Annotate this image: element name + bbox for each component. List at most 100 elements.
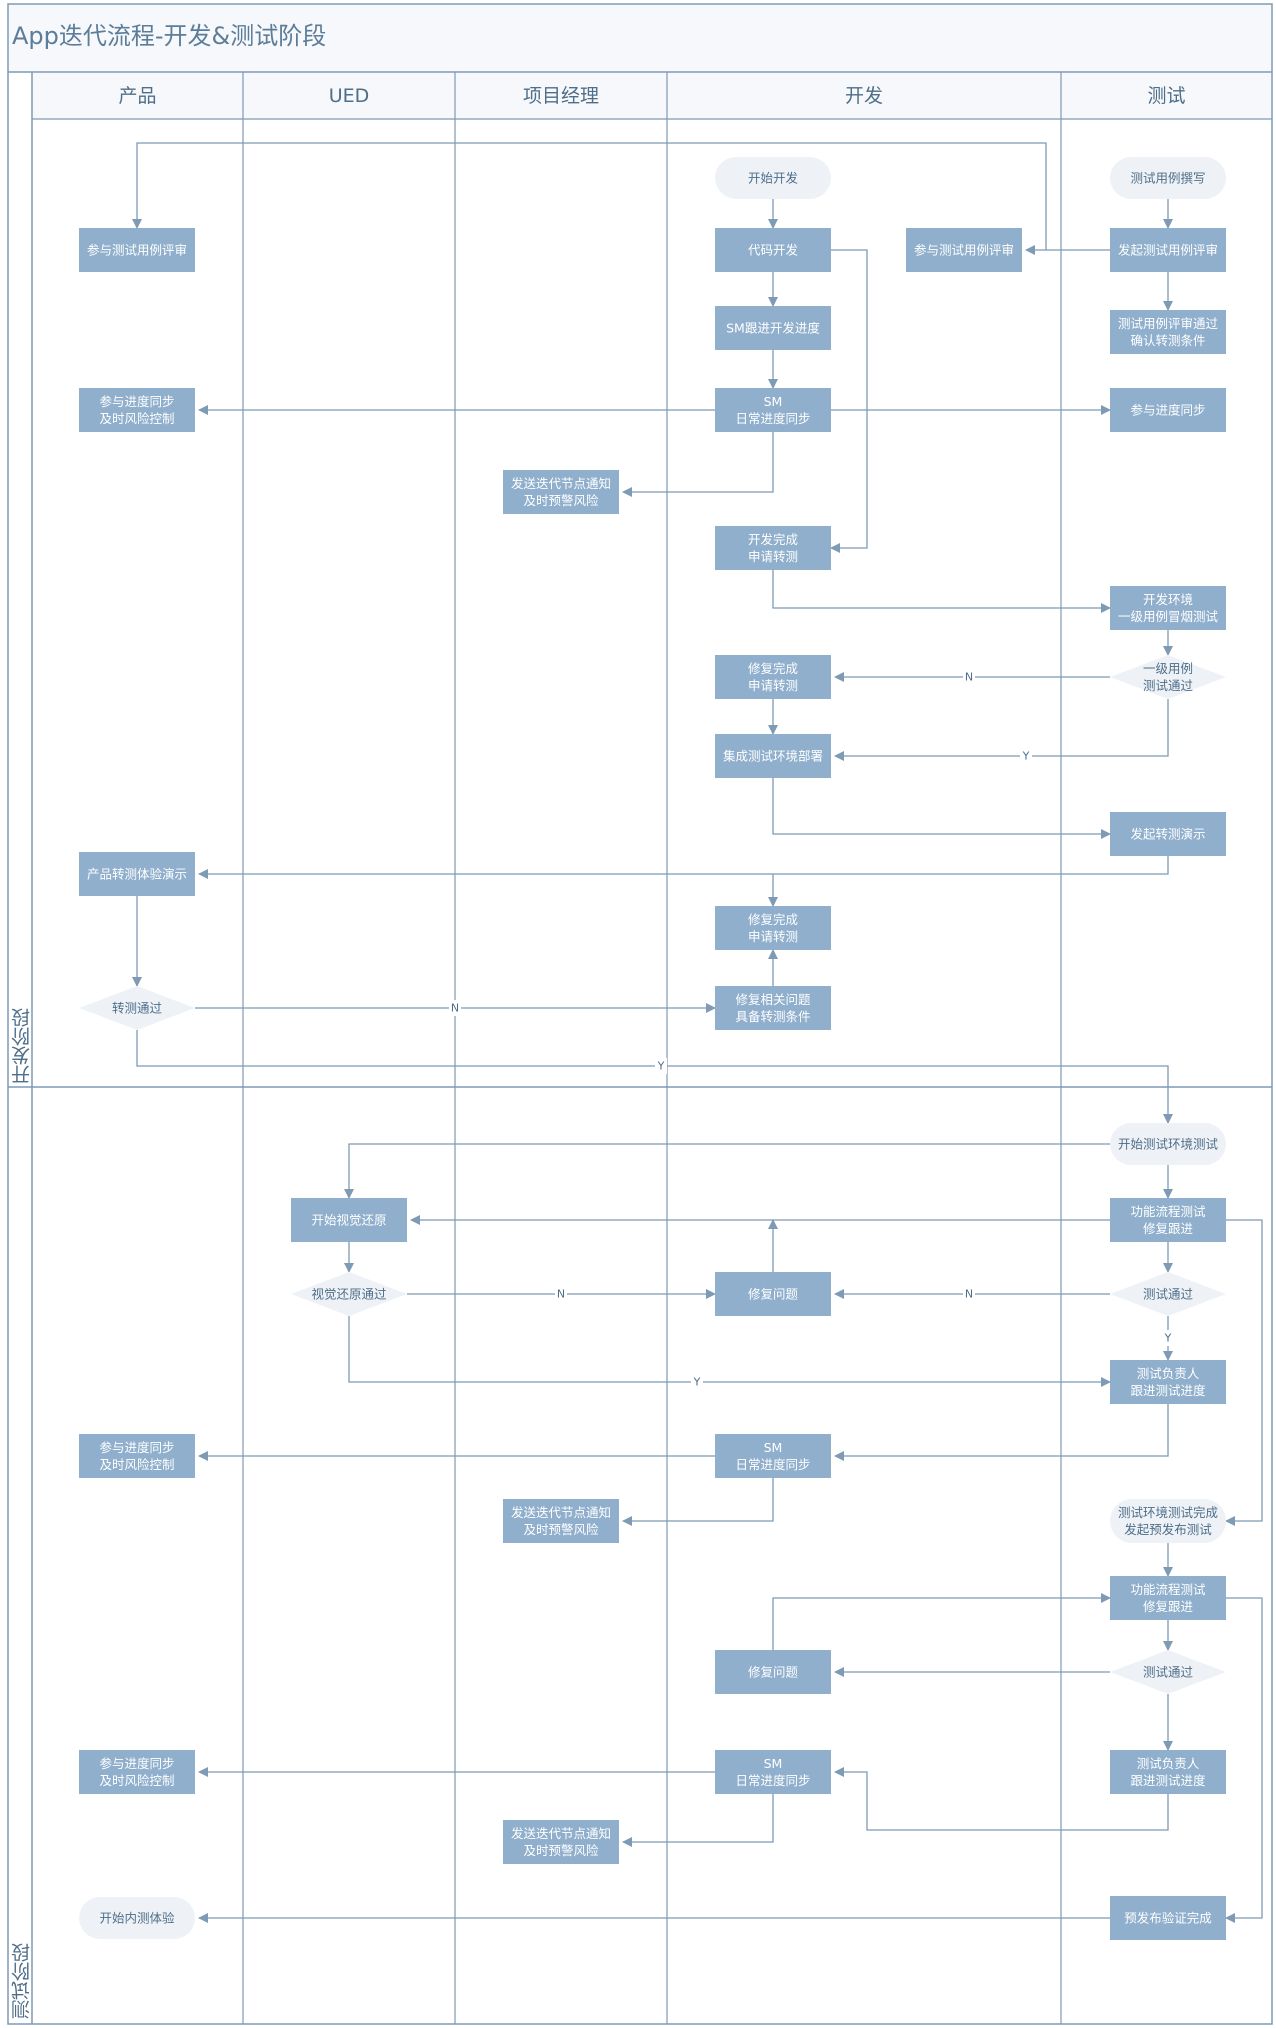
lane-header-dev: 开发 bbox=[844, 85, 883, 107]
process-box bbox=[1110, 228, 1226, 272]
flow-node-decision: 转测通过 bbox=[79, 986, 195, 1030]
node-label: 及时风险控制 bbox=[99, 1457, 174, 1472]
flow-node-process: SM跟进开发进度 bbox=[715, 306, 831, 350]
flow-node-process: 参与测试用例评审 bbox=[906, 228, 1022, 272]
node-label: 及时风险控制 bbox=[99, 1773, 174, 1788]
diagram-title: App迭代流程-开发&测试阶段 bbox=[12, 22, 327, 50]
process-box bbox=[1110, 586, 1226, 630]
node-label: 跟进测试进度 bbox=[1130, 1773, 1206, 1788]
node-label: 跟进测试进度 bbox=[1130, 1383, 1206, 1398]
node-label: 修复完成 bbox=[748, 912, 798, 927]
connector-arrow bbox=[772, 570, 1111, 613]
connector-group bbox=[132, 142, 1263, 1923]
process-box bbox=[715, 906, 831, 950]
process-box bbox=[79, 1750, 195, 1794]
node-label: 测试负责人 bbox=[1137, 1756, 1200, 1771]
flow-node-process: 产品转测体验演示 bbox=[79, 852, 195, 896]
connector-arrow bbox=[1225, 1219, 1263, 1526]
flow-node-decision: 测试通过 bbox=[1110, 1272, 1226, 1316]
node-label: 测试负责人 bbox=[1137, 1366, 1200, 1381]
flow-node-process: 参与测试用例评审 bbox=[79, 228, 195, 272]
node-label: 测试用例评审通过 bbox=[1118, 316, 1219, 331]
node-label: 日常进度同步 bbox=[735, 411, 810, 426]
swimlane-frame bbox=[7, 3, 1273, 2025]
node-label: 具备转测条件 bbox=[735, 1009, 810, 1024]
node-label: 测试通过 bbox=[1143, 1287, 1194, 1302]
flow-node-terminal: 开始开发 bbox=[715, 157, 831, 199]
node-label: 发送迭代节点通知 bbox=[511, 1826, 611, 1841]
process-box bbox=[1110, 310, 1226, 354]
node-label: 及时预警风险 bbox=[523, 1843, 599, 1858]
node-group: 开始开发测试用例撰写参与测试用例评审代码开发参与测试用例评审发起测试用例评审SM… bbox=[79, 157, 1226, 1940]
phase-label-development: 开发阶段 bbox=[11, 1008, 33, 1084]
node-label: 功能流程测试 bbox=[1130, 1204, 1206, 1219]
node-label: 及时预警风险 bbox=[523, 493, 599, 508]
lane-header-ued: UED bbox=[328, 85, 370, 107]
decision-diamond bbox=[291, 1272, 407, 1316]
lane-header-product: 产品 bbox=[118, 85, 157, 107]
node-label: 一级用例 bbox=[1143, 661, 1193, 676]
node-label: SM跟进开发进度 bbox=[726, 321, 820, 336]
node-label: 参与进度同步 bbox=[99, 1440, 174, 1455]
connector-arrow bbox=[622, 1794, 774, 1847]
flow-node-terminal: 开始内测体验 bbox=[79, 1897, 195, 1939]
process-box bbox=[79, 1434, 195, 1478]
node-label: 开发完成 bbox=[748, 532, 798, 547]
terminal-pill bbox=[79, 1897, 195, 1939]
connector-arrow bbox=[1225, 1597, 1263, 1923]
node-label: 及时风险控制 bbox=[99, 411, 174, 426]
node-label: 发起预发布测试 bbox=[1124, 1522, 1212, 1537]
process-box bbox=[715, 655, 831, 699]
connector-arrow bbox=[344, 1143, 1110, 1199]
node-label: 修复跟进 bbox=[1143, 1599, 1194, 1614]
connector-arrow bbox=[348, 1316, 1111, 1387]
process-box bbox=[503, 470, 619, 514]
lane-header-test: 测试 bbox=[1147, 85, 1186, 107]
terminal-pill bbox=[715, 157, 831, 199]
node-label: 参与进度同步 bbox=[1130, 403, 1205, 418]
terminal-pill bbox=[1110, 157, 1226, 199]
node-label: 修复问题 bbox=[748, 1665, 799, 1680]
process-box bbox=[1110, 1576, 1226, 1620]
node-label: 发送迭代节点通知 bbox=[511, 1505, 611, 1520]
flow-node-process: 开始视觉还原 bbox=[291, 1198, 407, 1242]
node-label: 确认转测条件 bbox=[1130, 333, 1205, 348]
node-label: 参与进度同步 bbox=[99, 394, 174, 409]
process-box bbox=[503, 1499, 619, 1543]
node-label: 测试环境测试完成 bbox=[1118, 1505, 1218, 1520]
process-box bbox=[906, 228, 1022, 272]
node-label: 开发环境 bbox=[1143, 592, 1193, 607]
process-box bbox=[1110, 1198, 1226, 1242]
process-box bbox=[715, 388, 831, 432]
node-label: SM bbox=[764, 1440, 783, 1455]
node-label: 开始视觉还原 bbox=[311, 1213, 386, 1228]
flow-node-process: 预发布验证完成 bbox=[1110, 1896, 1226, 1940]
process-box bbox=[1110, 1896, 1226, 1940]
decision-diamond bbox=[1110, 655, 1226, 699]
connector-arrow bbox=[198, 856, 1169, 879]
connector-arrow bbox=[622, 1478, 774, 1526]
process-box bbox=[1110, 1360, 1226, 1404]
process-box bbox=[1110, 1750, 1226, 1794]
process-box bbox=[79, 852, 195, 896]
node-label: 修复完成 bbox=[748, 661, 798, 676]
process-box bbox=[715, 1434, 831, 1478]
node-label: 日常进度同步 bbox=[735, 1773, 810, 1788]
node-label: 参与测试用例评审 bbox=[914, 243, 1014, 258]
flow-node-process: 修复问题 bbox=[715, 1650, 831, 1694]
